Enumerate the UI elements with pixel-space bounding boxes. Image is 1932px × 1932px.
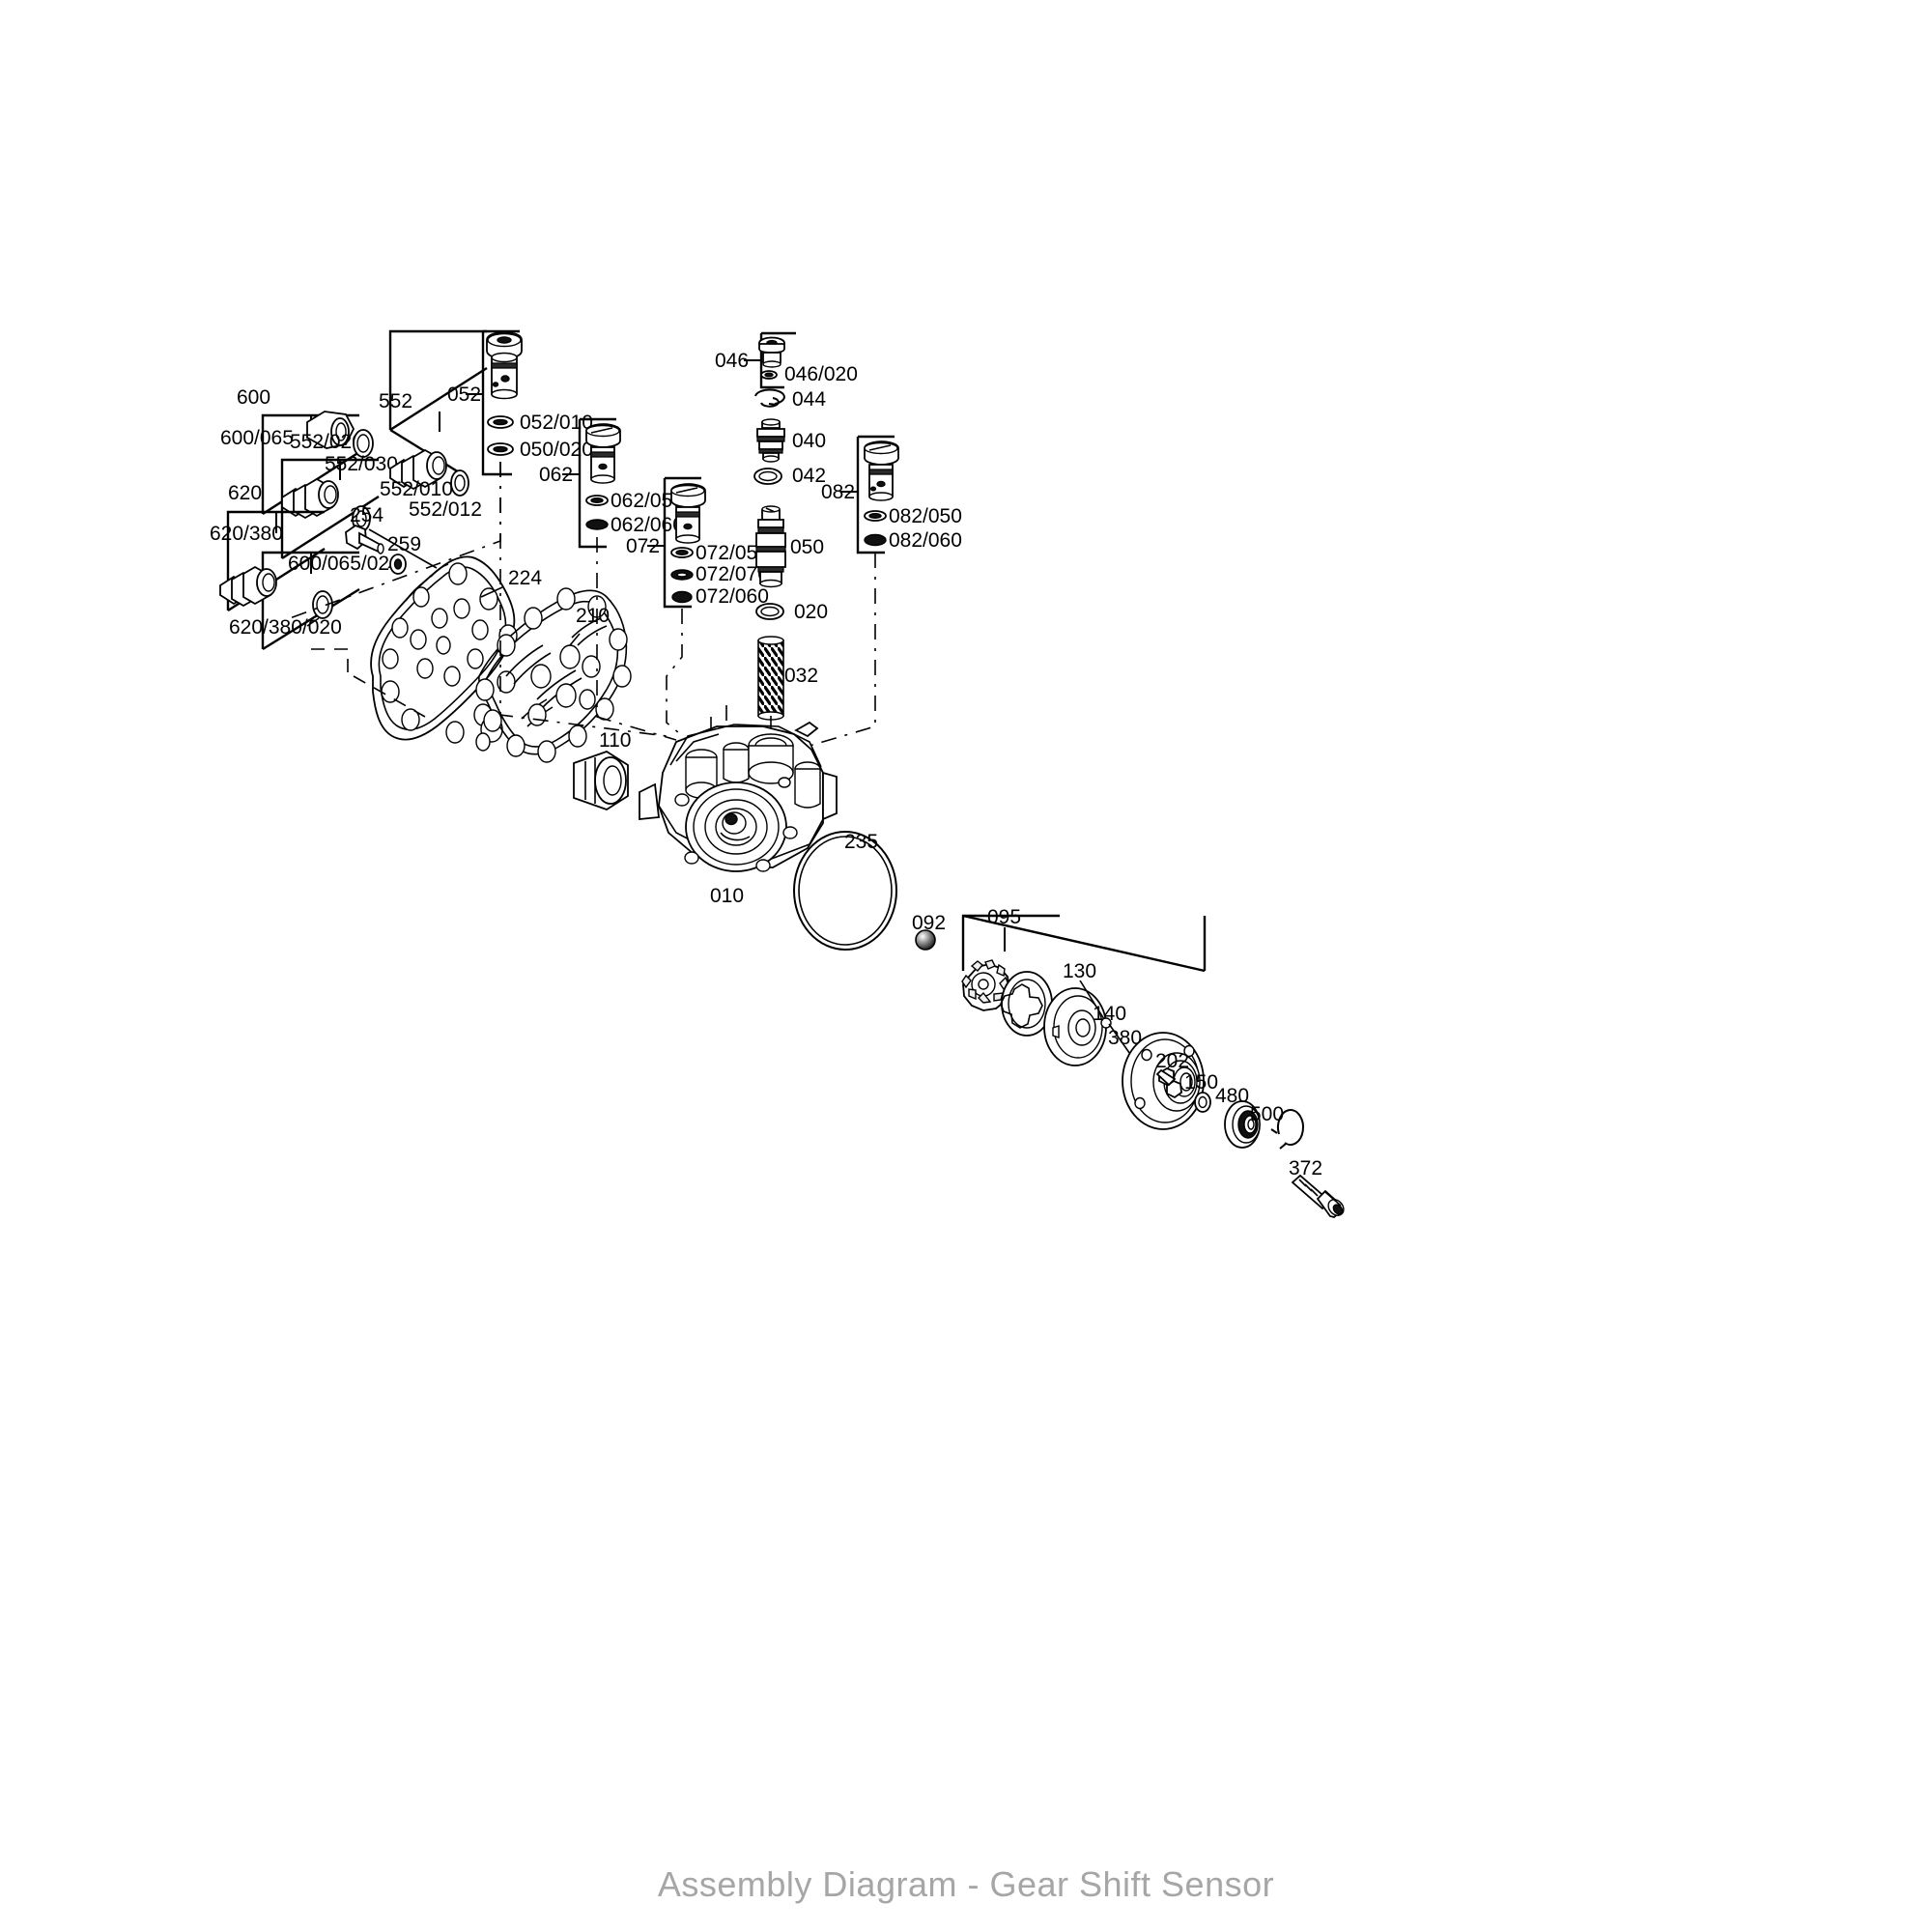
callout-552-030: 552/030 <box>325 453 398 475</box>
part-062-060-oring <box>585 519 609 530</box>
part-082-solenoid-valve <box>864 440 899 501</box>
part-072-070-oring <box>670 569 694 581</box>
callout-600-065: 600/065 <box>220 427 294 449</box>
callout-130: 130 <box>1063 960 1096 982</box>
group-095-bracket <box>961 914 1207 973</box>
part-620-380-connector <box>219 565 277 608</box>
callout-254: 254 <box>350 504 384 526</box>
callout-072-050: 072/050 <box>696 542 769 564</box>
part-072-060-oring <box>671 590 693 604</box>
callout-372: 372 <box>1289 1157 1322 1179</box>
part-050-control-spool <box>755 505 786 588</box>
callout-046: 046 <box>715 350 749 372</box>
part-032-compression-spring <box>757 636 784 746</box>
part-110-bushing <box>573 751 629 810</box>
callout-050: 050 <box>790 536 824 558</box>
callout-500: 500 <box>1250 1103 1284 1125</box>
part-552-020-union-nut <box>306 411 355 449</box>
callout-380: 380 <box>1108 1027 1142 1049</box>
part-044-retaining-ring <box>754 388 785 408</box>
part-254-hex-bolt <box>345 524 384 554</box>
callout-046-020: 046/020 <box>784 363 858 385</box>
callout-620: 620 <box>228 482 262 504</box>
callout-202: 202 <box>1155 1050 1189 1072</box>
callout-082-050: 082/050 <box>889 505 962 527</box>
group-072-bracket <box>647 476 701 609</box>
callout-110: 110 <box>599 729 631 752</box>
callout-150: 150 <box>1184 1071 1218 1094</box>
callout-259: 259 <box>387 533 421 555</box>
part-042-oring <box>753 468 782 485</box>
callout-095: 095 <box>987 906 1021 928</box>
callout-600-065-020: 600/065/020 <box>288 553 401 575</box>
callout-072-060: 072/060 <box>696 585 769 608</box>
part-082-060-oring <box>864 533 887 547</box>
part-062-solenoid-valve <box>585 423 621 484</box>
callout-620-380-020: 620/380/020 <box>229 616 342 639</box>
part-552-010-connector <box>389 448 447 491</box>
part-020-oring <box>755 603 784 620</box>
callout-082: 082 <box>821 481 855 503</box>
part-072-050-oring <box>670 547 694 558</box>
part-620-380-020-oring <box>312 590 333 619</box>
callout-062-060: 062/060 <box>611 514 684 536</box>
callout-072-070: 072/070 <box>696 563 769 585</box>
part-095-pump-body <box>1043 987 1107 1066</box>
part-046-020-oring <box>760 370 778 380</box>
assembly-leader-lines <box>289 462 876 747</box>
part-500-snap-ring <box>1270 1109 1304 1150</box>
callout-072: 072 <box>626 535 660 557</box>
callout-040: 040 <box>792 430 826 452</box>
callout-480: 480 <box>1215 1085 1249 1107</box>
part-372-gear-shift-sensor <box>1291 1174 1345 1218</box>
part-202-hex-bolt <box>1155 1066 1182 1099</box>
callout-552-020: 552/020 <box>290 431 363 453</box>
part-010-valve-housing <box>639 721 838 872</box>
callout-044: 044 <box>792 388 826 411</box>
callout-020: 020 <box>794 601 828 623</box>
part-052-solenoid-valve <box>486 331 523 400</box>
part-072-solenoid-valve <box>670 483 706 544</box>
callout-620-380: 620/380 <box>210 523 283 545</box>
part-235-large-oring <box>793 831 897 951</box>
callout-552: 552 <box>379 390 412 412</box>
callout-600: 600 <box>237 386 270 409</box>
callout-224: 224 <box>508 567 542 589</box>
callout-032: 032 <box>784 665 818 687</box>
part-150-oring <box>1194 1092 1211 1113</box>
part-480-ball-bearing <box>1224 1100 1261 1149</box>
part-046-plug <box>758 336 785 368</box>
part-224-cover-plate <box>370 555 518 752</box>
part-050-020-oring <box>487 442 514 456</box>
part-130-pin <box>1100 1017 1112 1029</box>
group-620-380-bracket <box>261 551 360 651</box>
callout-052: 052 <box>447 384 481 406</box>
callout-235: 235 <box>844 831 878 853</box>
part-259-washer <box>389 554 407 575</box>
part-092-ball <box>915 929 936 951</box>
callout-010: 010 <box>710 885 744 907</box>
diagram-caption: Assembly Diagram - Gear Shift Sensor <box>657 1864 1275 1904</box>
part-552-012-oring <box>450 469 469 497</box>
callout-062: 062 <box>539 464 573 486</box>
callout-552-010: 552/010 <box>380 478 453 500</box>
callout-210: 210 <box>576 605 610 627</box>
callout-092: 092 <box>912 912 946 934</box>
callout-552-012: 552/012 <box>409 498 482 521</box>
callout-052-010: 052/010 <box>520 412 593 434</box>
part-062-050-oring <box>585 495 609 506</box>
part-052-010-oring <box>487 415 514 429</box>
callout-050-020: 050/020 <box>520 439 593 461</box>
callout-042: 042 <box>792 465 826 487</box>
part-210-gasket <box>475 587 632 763</box>
group-052-bracket <box>466 329 520 476</box>
callout-140: 140 <box>1093 1003 1126 1025</box>
part-082-050-oring <box>864 510 887 522</box>
part-552-030-seal-ring <box>353 429 374 458</box>
callout-082-060: 082/060 <box>889 529 962 552</box>
part-040-valve-sleeve <box>756 418 785 463</box>
